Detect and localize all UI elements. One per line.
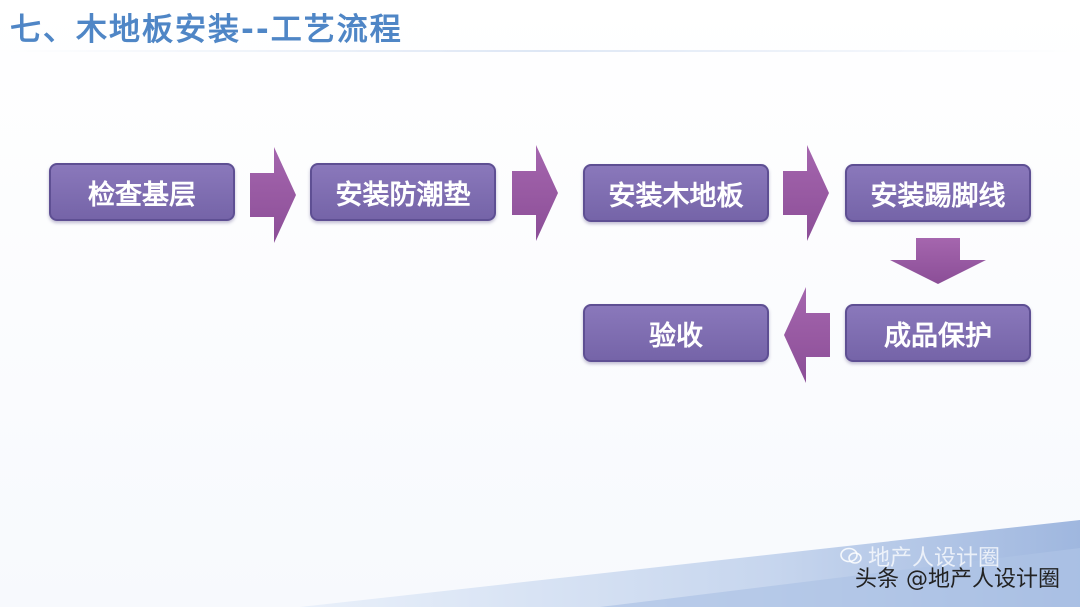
step-check-base: 检查基层 xyxy=(49,163,235,221)
slide-title: 七、木地板安装--工艺流程 xyxy=(10,12,403,48)
step-acceptance: 验收 xyxy=(583,304,769,362)
watermark-ghost-text: 地产人设计圈 xyxy=(868,546,1001,571)
watermark-ghost: 地产人设计圈 xyxy=(840,540,1000,572)
wechat-icon xyxy=(840,547,862,564)
step-moisture-pad: 安装防潮垫 xyxy=(310,163,496,221)
step-protection: 成品保护 xyxy=(845,304,1031,362)
arrow-left-icon xyxy=(784,287,830,383)
title-divider xyxy=(0,50,1080,52)
arrow-down-icon xyxy=(890,238,986,284)
step-wood-floor: 安装木地板 xyxy=(583,164,769,222)
arrow-right-icon xyxy=(783,145,829,241)
step-skirting: 安装踢脚线 xyxy=(845,164,1031,222)
arrow-right-icon xyxy=(250,147,296,243)
arrow-right-icon xyxy=(512,145,558,241)
watermark: 头条 @地产人设计圈 xyxy=(855,567,1060,592)
